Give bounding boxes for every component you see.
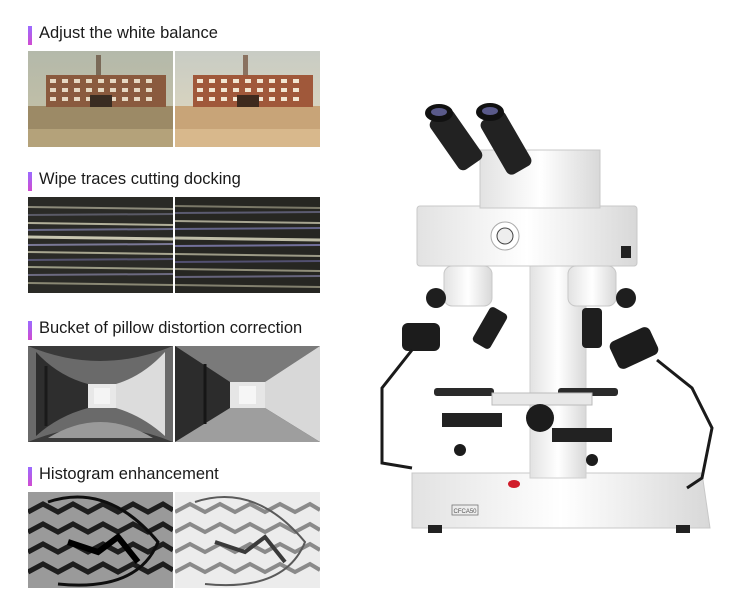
section-heading: Bucket of pillow distortion correction bbox=[28, 319, 320, 341]
comparison-microscope-image: CFCA50 bbox=[372, 88, 742, 588]
section-title: Bucket of pillow distortion correction bbox=[39, 319, 303, 337]
corridor-corrected-image bbox=[175, 346, 320, 442]
pattern-enhanced-image bbox=[175, 492, 320, 588]
heading-accent-bar bbox=[28, 26, 32, 45]
section-heading: Wipe traces cutting docking bbox=[28, 170, 320, 192]
section-title: Wipe traces cutting docking bbox=[39, 170, 241, 188]
pattern-dark-image bbox=[28, 492, 173, 588]
image-pair bbox=[28, 197, 320, 293]
image-pair bbox=[28, 51, 320, 147]
corridor-distorted-image bbox=[28, 346, 173, 442]
section-wipe-traces: Wipe traces cutting docking bbox=[28, 170, 320, 293]
section-white-balance: Adjust the white balance bbox=[28, 24, 320, 147]
building-before-image bbox=[28, 51, 173, 147]
heading-accent-bar bbox=[28, 321, 32, 340]
section-heading: Histogram enhancement bbox=[28, 465, 320, 487]
striations-left-image bbox=[28, 197, 173, 293]
badge-label: CFCA50 bbox=[453, 509, 477, 515]
section-pillow-distortion: Bucket of pillow distortion correction bbox=[28, 319, 320, 442]
image-pair bbox=[28, 492, 320, 588]
section-title: Adjust the white balance bbox=[39, 24, 218, 42]
heading-accent-bar bbox=[28, 467, 32, 486]
heading-accent-bar bbox=[28, 172, 32, 191]
image-pair bbox=[28, 346, 320, 442]
section-title: Histogram enhancement bbox=[39, 465, 219, 483]
striations-right-image bbox=[175, 197, 320, 293]
section-heading: Adjust the white balance bbox=[28, 24, 320, 46]
section-histogram: Histogram enhancement bbox=[28, 465, 320, 588]
building-after-image bbox=[175, 51, 320, 147]
